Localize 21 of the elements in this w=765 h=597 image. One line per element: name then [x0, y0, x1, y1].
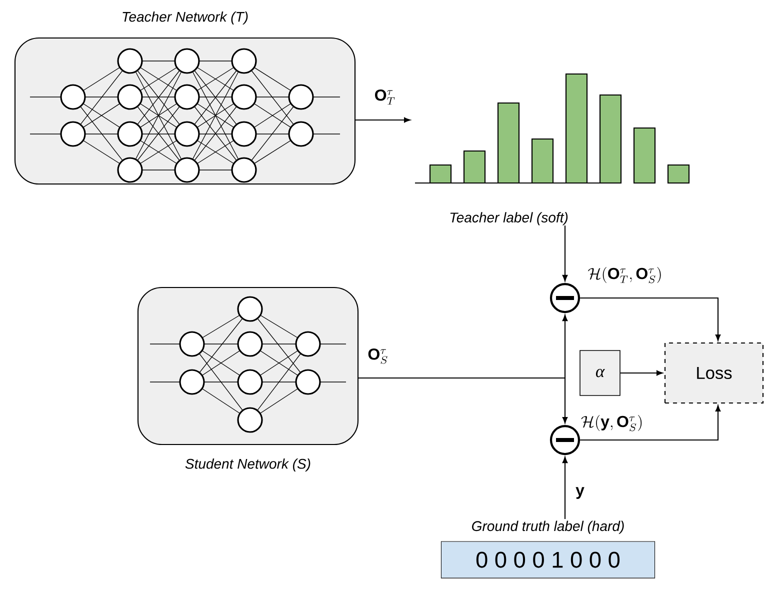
loss-box: Loss	[664, 342, 764, 404]
node-title: Student Network (S)	[185, 458, 310, 472]
arrow	[620, 370, 663, 376]
label-box: Ground truth label (hard) 0 0 0 0 1 0 0 0	[440, 520, 656, 578]
arrow	[580, 405, 721, 441]
edge-label: $\mathcal{H}(\mathbf{O}_{T}^{\tau},\mathbf{O}_{S}^{\tau})$	[586, 266, 664, 284]
arrow	[562, 456, 568, 519]
node-title: Teacher Network (T)	[122, 11, 248, 25]
parameter-box: α	[580, 350, 620, 396]
edge-label: $\mathcal{H}(\mathbf{y},\mathbf{O}_{S}^{\tau})$	[579, 414, 645, 432]
arrow	[356, 117, 410, 123]
arrow	[562, 226, 568, 282]
arrow	[358, 377, 568, 424]
chart-label: Teacher label (soft)	[450, 212, 568, 226]
arrow	[580, 297, 721, 341]
edge-label: $\mathbf{y}$	[574, 486, 586, 500]
edge-label: $\mathbf{O}_{T}^{\tau}$	[373, 88, 397, 106]
node-label: Ground truth label (hard)	[472, 520, 624, 534]
minus-circle	[550, 282, 580, 314]
minus-circle	[550, 424, 580, 456]
edge-label: $\mathbf{O}_{S}^{\tau}$	[366, 347, 390, 365]
